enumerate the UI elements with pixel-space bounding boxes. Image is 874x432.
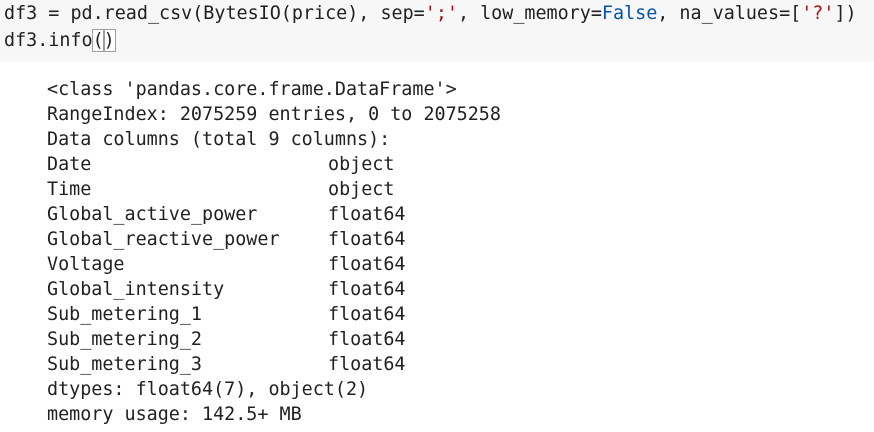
column-name: Sub_metering_1	[47, 304, 203, 325]
column-dtype: float64	[328, 204, 406, 225]
column-name: Global_active_power	[47, 204, 258, 225]
column-row: Global_active_power float64	[47, 202, 501, 227]
column-name: Time	[47, 179, 92, 200]
matched-open-paren: (	[91, 29, 105, 52]
column-row: Sub_metering_1 float64	[47, 302, 501, 327]
output-data-columns: Data columns (total 9 columns):	[47, 129, 391, 150]
column-dtype: object	[328, 179, 395, 200]
code-close: ])	[834, 3, 857, 24]
output-range-index: RangeIndex: 2075259 entries, 0 to 207525…	[47, 104, 501, 125]
output-class-line: <class 'pandas.core.frame.DataFrame'>	[47, 79, 457, 100]
column-row: Date object	[47, 152, 501, 177]
column-name: Date	[47, 154, 92, 175]
column-row: Global_intensity float64	[47, 277, 501, 302]
column-name: Voltage	[47, 254, 125, 275]
column-dtype: float64	[328, 304, 406, 325]
column-row: Voltage float64	[47, 252, 501, 277]
column-name: Global_reactive_power	[47, 229, 280, 250]
column-name: Global_intensity	[47, 279, 225, 300]
code-string-na: '?'	[801, 3, 835, 24]
code-cell[interactable]: df3 = pd.read_csv(BytesIO(price), sep=';…	[0, 0, 874, 62]
code-assign: =	[37, 3, 71, 24]
column-name: Sub_metering_2	[47, 329, 203, 350]
cell-output: <class 'pandas.core.frame.DataFrame'> Ra…	[47, 77, 501, 427]
code-line-2[interactable]: df3.info()	[4, 29, 116, 53]
column-dtype: float64	[328, 354, 406, 375]
column-row: Global_reactive_power float64	[47, 227, 501, 252]
code-arg-low-memory: , low_memory=	[457, 3, 602, 24]
code-keyword-false: False	[601, 3, 658, 24]
column-name: Sub_metering_3	[47, 354, 203, 375]
output-memory-usage: memory usage: 142.5+ MB	[47, 404, 302, 425]
column-dtype: float64	[328, 254, 406, 275]
column-row: Sub_metering_2 float64	[47, 327, 501, 352]
output-dtypes: dtypes: float64(7), object(2)	[47, 379, 369, 400]
column-dtype: object	[328, 154, 395, 175]
code-info-call: df3.info	[4, 30, 93, 51]
matched-close-paren: )	[102, 29, 116, 52]
column-dtype: float64	[328, 279, 406, 300]
code-line-1[interactable]: df3 = pd.read_csv(BytesIO(price), sep=';…	[4, 2, 857, 26]
code-variable: df3	[4, 3, 38, 24]
column-row: Time object	[47, 177, 501, 202]
column-row: Sub_metering_3 float64	[47, 352, 501, 377]
column-dtype: float64	[328, 229, 406, 250]
code-string-sep: ';'	[424, 3, 458, 24]
code-arg-na-values: , na_values=[	[657, 3, 802, 24]
code-call: pd.read_csv(BytesIO(price), sep=	[70, 3, 425, 24]
column-dtype: float64	[328, 329, 406, 350]
